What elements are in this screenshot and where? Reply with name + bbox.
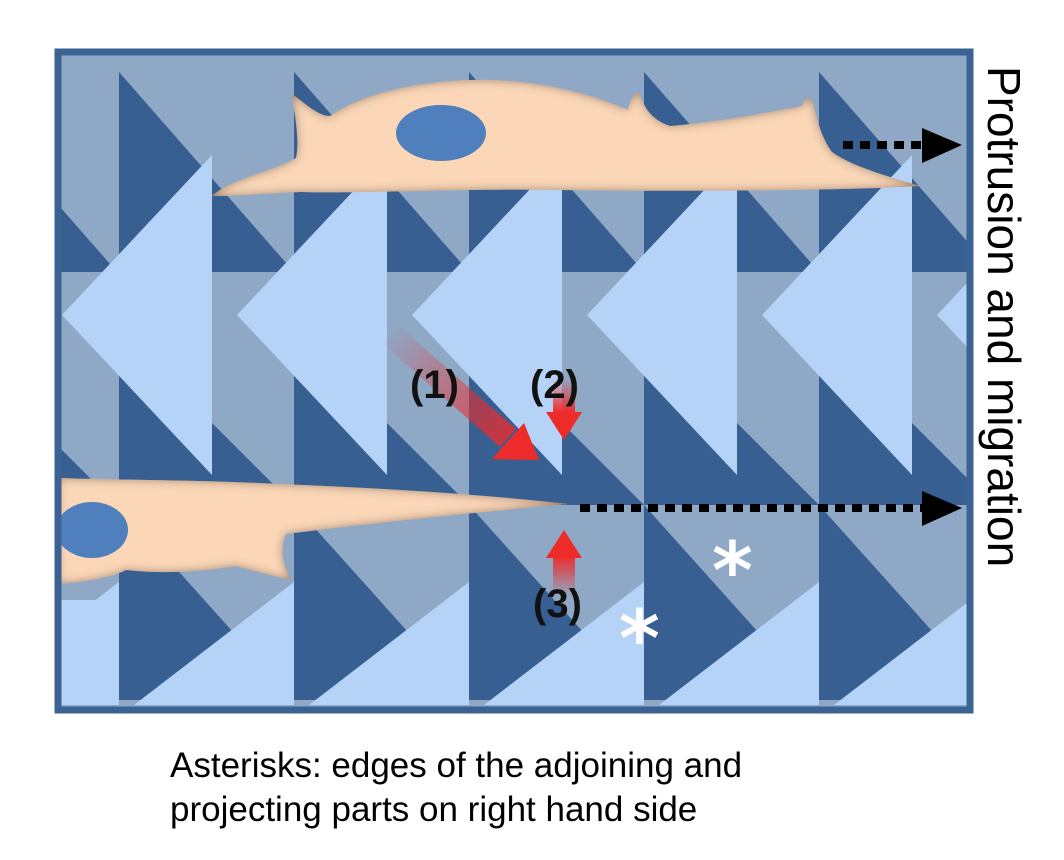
bottom-cell: [56, 478, 568, 584]
force-arrow-3-shaft: [553, 556, 575, 596]
migration-arrow-top: [843, 128, 962, 163]
force-arrow-1-head: [492, 423, 539, 460]
light-ridge-small-3: [484, 582, 644, 705]
light-ridge-big-2: [412, 155, 562, 475]
force-arrow-1: [382, 324, 539, 460]
force-arrow-2-shaft: [553, 378, 575, 412]
light-ridge-big-3: [587, 155, 737, 475]
light-ridge-small-5: [834, 600, 970, 705]
caption-line-1: Asterisks: edges of the adjoining and: [170, 746, 743, 785]
light-ridge-small-4: [659, 582, 819, 705]
dark-ridge-top-0: [58, 204, 117, 272]
migration-arrow-bottom: [580, 491, 962, 526]
top-cell-nucleus: [396, 105, 486, 161]
step-2-label: (2): [530, 363, 579, 407]
top-cell: [212, 79, 920, 196]
bottom-cell-body: [58, 478, 568, 584]
light-ridge-small-2: [309, 582, 469, 705]
light-ridge-group: [58, 155, 970, 705]
asterisk-marker-1: *: [712, 527, 753, 617]
migration-arrow-bottom-head: [922, 491, 962, 526]
light-ridge-big-1: [237, 155, 387, 475]
step-3-label: (3): [533, 582, 582, 626]
migration-arrow-top-head: [922, 128, 962, 163]
top-cell-body: [212, 79, 920, 196]
force-arrow-2: [546, 378, 582, 440]
force-arrow-3: [546, 530, 582, 596]
force-arrow-1-shaft: [382, 324, 516, 448]
caption-line-2: projecting parts on right hand side: [170, 790, 698, 829]
bottom-cell-nucleus: [56, 502, 128, 558]
chamber-frame: [54, 48, 974, 714]
step-1-label: (1): [410, 363, 459, 407]
caption: Asterisks: edges of the adjoining and pr…: [170, 744, 1030, 832]
light-ridge-big-0: [62, 155, 212, 475]
side-label: Protrusion and migration: [978, 66, 1030, 567]
force-arrow-2-head: [546, 412, 582, 440]
force-arrow-3-head: [546, 530, 582, 558]
light-ridge-small-1: [134, 582, 294, 705]
asterisk-marker-2: *: [619, 595, 660, 685]
light-ridge-big-4: [762, 155, 912, 475]
light-ridge-small-edge: [58, 600, 118, 705]
light-ridge-big-5: [937, 279, 970, 351]
